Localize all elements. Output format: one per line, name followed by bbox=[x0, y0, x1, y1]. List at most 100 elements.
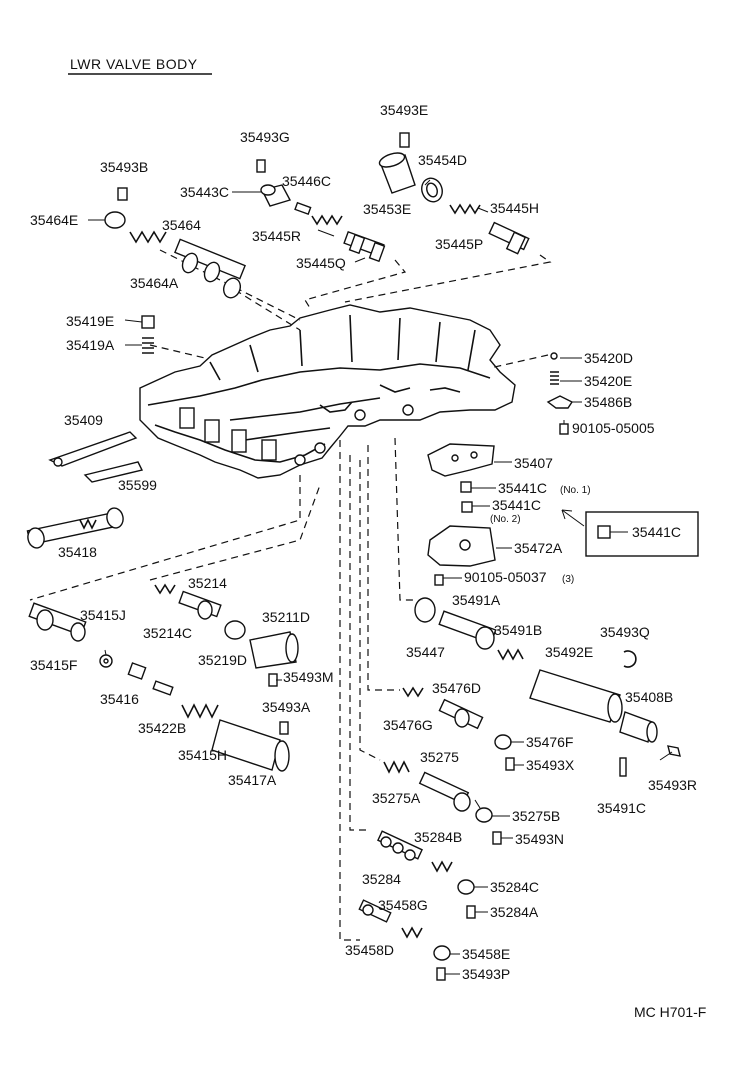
part-35491A-valve bbox=[438, 610, 497, 650]
part-35445Q-valve bbox=[343, 230, 386, 263]
label-35458G: 35458G bbox=[378, 897, 428, 913]
part-35445P-spring bbox=[449, 203, 481, 215]
part-35486B-retainer bbox=[546, 395, 574, 409]
part-labels: 35493E 35493G 35454D 35493B 35443C 35446… bbox=[30, 102, 697, 982]
part-35418-valve bbox=[26, 507, 124, 549]
label-35492E: 35492E bbox=[545, 644, 593, 660]
label-35441C-box: 35441C bbox=[632, 524, 681, 540]
label-35416: 35416 bbox=[100, 691, 139, 707]
label-35491A: 35491A bbox=[452, 592, 501, 608]
part-35445H-valve bbox=[488, 221, 530, 255]
label-35417A: 35417A bbox=[228, 772, 277, 788]
label-35493A: 35493A bbox=[262, 699, 311, 715]
part-35284C-plug bbox=[457, 879, 475, 895]
label-35493G: 35493G bbox=[240, 129, 290, 145]
part-35211D-sleeve bbox=[249, 631, 299, 669]
part-35454D-ring bbox=[421, 177, 443, 203]
label-35284B: 35284B bbox=[414, 829, 462, 845]
label-35420D: 35420D bbox=[584, 350, 633, 366]
part-35422B-pin bbox=[152, 680, 174, 696]
label-35407: 35407 bbox=[514, 455, 553, 471]
label-35419A: 35419A bbox=[66, 337, 115, 353]
label-35446C: 35446C bbox=[282, 173, 331, 189]
label-35418: 35418 bbox=[58, 544, 97, 560]
label-35464E: 35464E bbox=[30, 212, 78, 228]
part-35415J-washer bbox=[99, 654, 113, 668]
part-35214C-spring bbox=[154, 583, 176, 595]
part-35458D-valve bbox=[358, 899, 392, 923]
part-35445R-spring bbox=[311, 214, 343, 226]
part-35214-valve bbox=[178, 590, 222, 620]
label-35458D: 35458D bbox=[345, 942, 394, 958]
part-35441C-detail-box bbox=[585, 511, 699, 557]
part-35458G-spring bbox=[401, 926, 423, 939]
label-35441C-no1-note: (No. 1) bbox=[560, 485, 591, 496]
label-35445H: 35445H bbox=[490, 200, 539, 216]
label-35491C: 35491C bbox=[597, 800, 646, 816]
label-35420E: 35420E bbox=[584, 373, 632, 389]
label-35493R: 35493R bbox=[648, 777, 697, 793]
label-35408B: 35408B bbox=[625, 689, 673, 705]
label-35415H: 35415H bbox=[178, 747, 227, 763]
label-35464: 35464 bbox=[162, 217, 201, 233]
part-35493G-plug bbox=[256, 159, 266, 173]
label-35493B: 35493B bbox=[100, 159, 148, 175]
part-35284-valve bbox=[377, 830, 423, 861]
label-35464A: 35464A bbox=[130, 275, 179, 291]
part-35415H-spring bbox=[181, 703, 219, 719]
label-35214: 35214 bbox=[188, 575, 227, 591]
label-35415F: 35415F bbox=[30, 657, 77, 673]
part-35464A-valve bbox=[174, 238, 246, 299]
label-35419E: 35419E bbox=[66, 313, 114, 329]
label-35445R: 35445R bbox=[252, 228, 301, 244]
part-35492E-sleeve bbox=[529, 669, 623, 723]
part-35476F-plug bbox=[494, 734, 512, 750]
part-35275-valve bbox=[418, 771, 471, 812]
part-35284A-plug bbox=[466, 905, 476, 919]
part-35464E-plug bbox=[104, 211, 126, 229]
part-35493X-plug bbox=[505, 757, 515, 771]
part-35599-plate bbox=[83, 461, 144, 483]
part-35493M-plug bbox=[268, 673, 278, 687]
label-35476G: 35476G bbox=[383, 717, 433, 733]
label-35472A: 35472A bbox=[514, 540, 563, 556]
label-35493E: 35493E bbox=[380, 102, 428, 118]
label-35284A: 35284A bbox=[490, 904, 539, 920]
part-35493B-plug bbox=[117, 187, 128, 201]
part-35417A-sleeve bbox=[211, 719, 290, 772]
part-90105-05037-bolt bbox=[434, 574, 444, 586]
lower-valve-body-casting bbox=[139, 304, 516, 479]
part-35464-spring bbox=[129, 230, 167, 244]
label-35284C: 35284C bbox=[490, 879, 539, 895]
part-35443C-plug bbox=[260, 184, 292, 207]
part-35476D-valve bbox=[438, 698, 484, 730]
label-35211D: 35211D bbox=[262, 609, 310, 625]
label-35422B: 35422B bbox=[138, 720, 186, 736]
label-35493Q: 35493Q bbox=[600, 624, 650, 640]
label-35445Q: 35445Q bbox=[296, 255, 346, 271]
diagram-title: LWR VALVE BODY bbox=[70, 56, 198, 72]
pointer-arrow bbox=[561, 509, 585, 527]
label-35486B: 35486B bbox=[584, 394, 632, 410]
label-35275A: 35275A bbox=[372, 790, 421, 806]
part-35453E-sleeve bbox=[378, 152, 416, 194]
part-35493E-plug bbox=[399, 132, 410, 148]
part-35491C-pin bbox=[619, 757, 627, 777]
label-35275: 35275 bbox=[420, 749, 459, 765]
part-35441C-no1 bbox=[460, 481, 472, 493]
part-35419E-cap bbox=[141, 315, 155, 329]
label-35214C: 35214C bbox=[143, 625, 192, 641]
label-35476D: 35476D bbox=[432, 680, 481, 696]
label-35441C-no2-note: (No. 2) bbox=[490, 514, 521, 525]
part-35420D-ball bbox=[550, 352, 558, 360]
label-35415J: 35415J bbox=[80, 607, 126, 623]
part-35416-plug bbox=[127, 662, 147, 680]
part-90105-05005-bolt bbox=[559, 420, 569, 435]
part-35491B-spring bbox=[497, 648, 524, 661]
part-35493N-plug bbox=[492, 831, 502, 845]
label-35409: 35409 bbox=[64, 412, 103, 428]
part-35476G-spring bbox=[402, 686, 424, 698]
label-35491B: 35491B bbox=[494, 622, 542, 638]
diagram-code: MC H701-F bbox=[634, 1004, 706, 1020]
